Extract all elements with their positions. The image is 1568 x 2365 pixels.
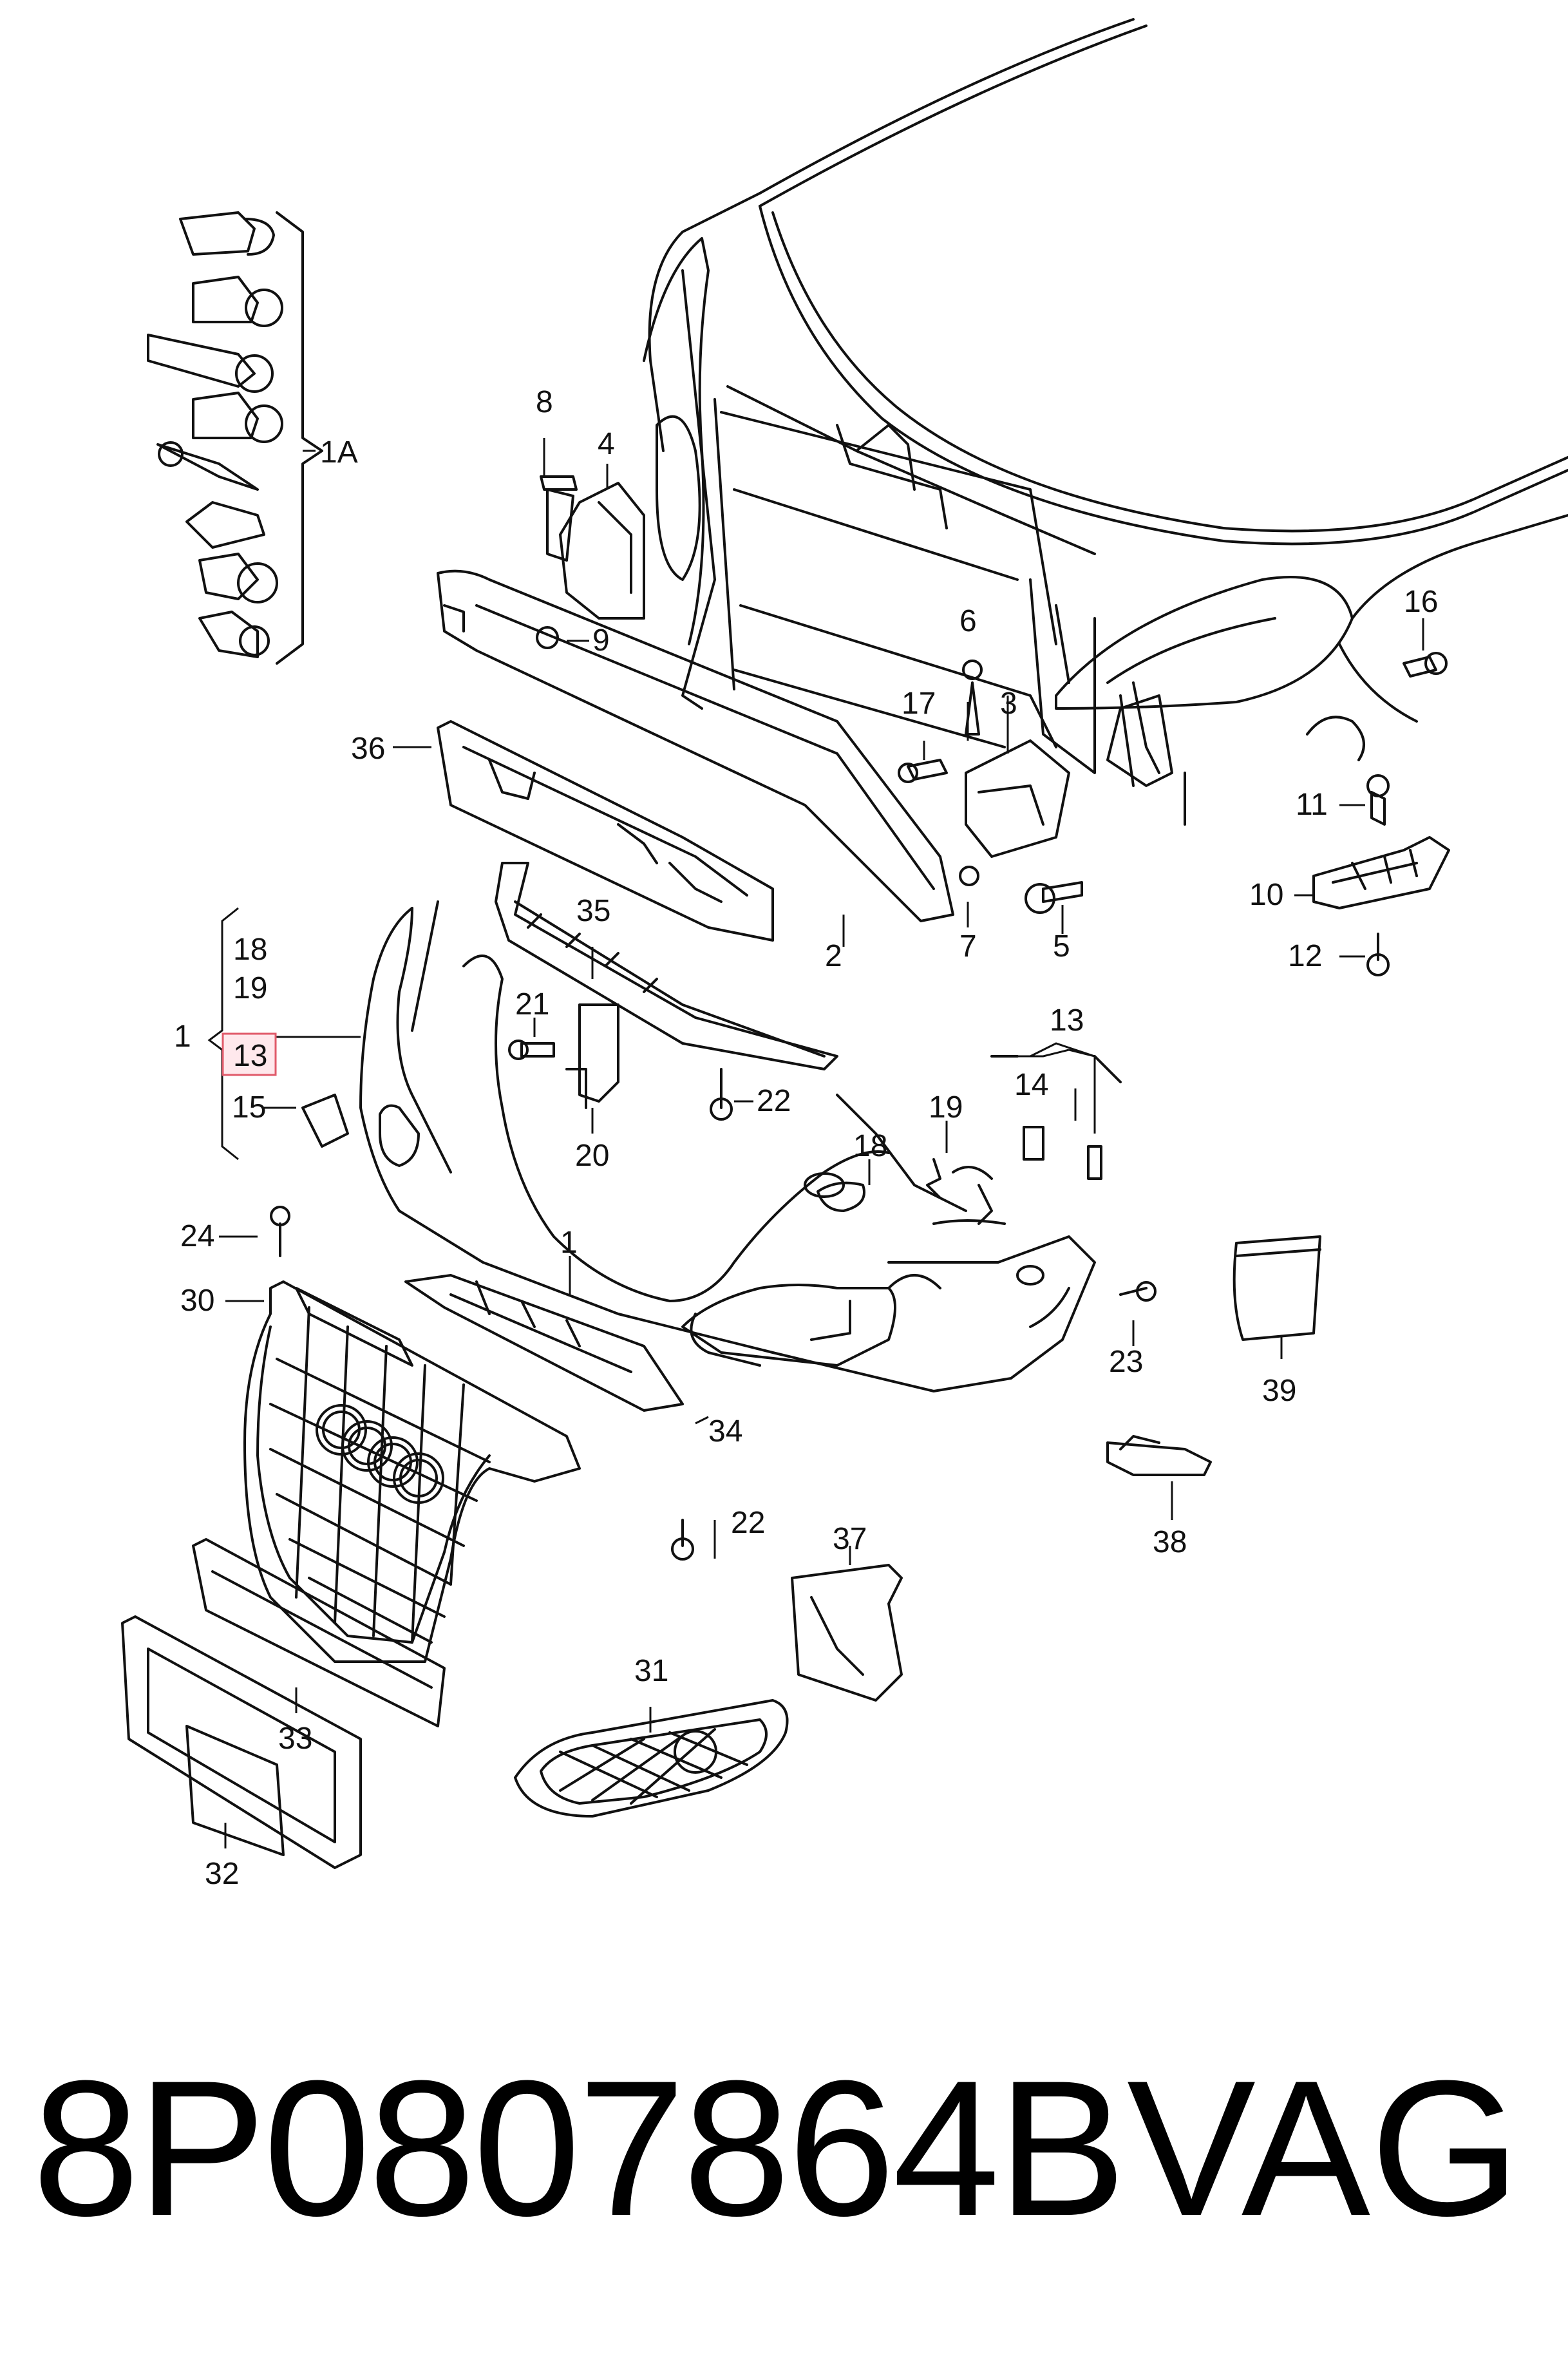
callout-33: 33 [278,1722,312,1756]
grille-30 [243,1280,581,1663]
callout-18: 18 [853,1129,887,1163]
callout-39: 39 [1262,1374,1296,1408]
upper-trim-35 [495,862,838,1070]
fasteners-group-1a [147,211,323,665]
callouts: 1A 2 3 4 5 6 7 8 9 10 11 12 13 13 14 15 … [174,385,1438,1891]
callout-38: 38 [1153,1525,1187,1559]
callout-23: 23 [1109,1345,1143,1379]
bumper-beam-2 [437,569,954,922]
group-braces [207,907,1095,1161]
callout-19-list: 19 [233,971,267,1005]
callout-31: 31 [634,1654,668,1688]
callout-34: 34 [708,1414,742,1448]
lower-trim-34 [404,1274,684,1412]
callout-9: 9 [592,623,610,658]
part-number: 8P0807864B [32,2040,1126,2256]
callout-16: 16 [1404,585,1438,619]
grille-trim-33 [192,1538,446,1727]
fog-grille-31 [514,1699,789,1818]
callout-11: 11 [1296,788,1328,822]
callout-17: 17 [902,687,936,721]
callout-20: 20 [575,1139,609,1173]
bracket-4 [536,475,645,649]
leader-lines [219,438,1424,1848]
callout-36: 36 [351,732,385,766]
brand-label: VAG [1127,2040,1521,2256]
bracket-37 [791,1564,903,1702]
callout-21: 21 [515,987,549,1021]
callout-1a: 1A [320,435,358,470]
callout-2: 2 [825,939,842,973]
callout-15: 15 [232,1090,266,1125]
clip-38 [1106,1441,1212,1476]
callout-22-lower: 22 [731,1506,765,1540]
energy-absorber-36 [437,720,774,942]
callout-1-bumper: 1 [560,1226,578,1260]
bracket-3 [898,660,1083,914]
plate-holder-32 [121,1615,362,1869]
callout-4: 4 [598,427,615,461]
callout-8: 8 [536,385,553,419]
callout-13-highlighted: 13 [233,1039,267,1073]
tow-cap-18 [817,1181,865,1212]
callout-24: 24 [180,1219,214,1253]
screws [270,1068,1157,1561]
callout-35: 35 [576,894,610,928]
car-body-outline [643,18,1568,826]
callout-1-group: 1 [174,1020,191,1054]
highlight-box [222,1032,277,1076]
side-guide-10 [1312,652,1450,976]
callout-30: 30 [180,1284,214,1318]
callout-3: 3 [1000,687,1017,721]
tow-cap-15 [301,1094,349,1148]
callout-10: 10 [1249,878,1283,912]
callout-12: 12 [1288,939,1322,973]
bracket-20 [508,1003,619,1109]
callout-19: 19 [929,1090,963,1125]
callout-6: 6 [959,604,977,638]
callout-5: 5 [1053,929,1070,964]
bumper-cover-1 [359,900,1096,1392]
callout-7: 7 [959,929,977,964]
callout-13: 13 [1050,1003,1084,1038]
callout-32: 32 [205,1857,239,1891]
clips-19-14 [926,1055,1122,1225]
callout-18-list: 18 [233,933,267,967]
callout-37: 37 [833,1522,867,1556]
callout-22-upper: 22 [757,1084,791,1118]
bag-39 [1233,1235,1321,1341]
callout-14: 14 [1014,1068,1048,1102]
